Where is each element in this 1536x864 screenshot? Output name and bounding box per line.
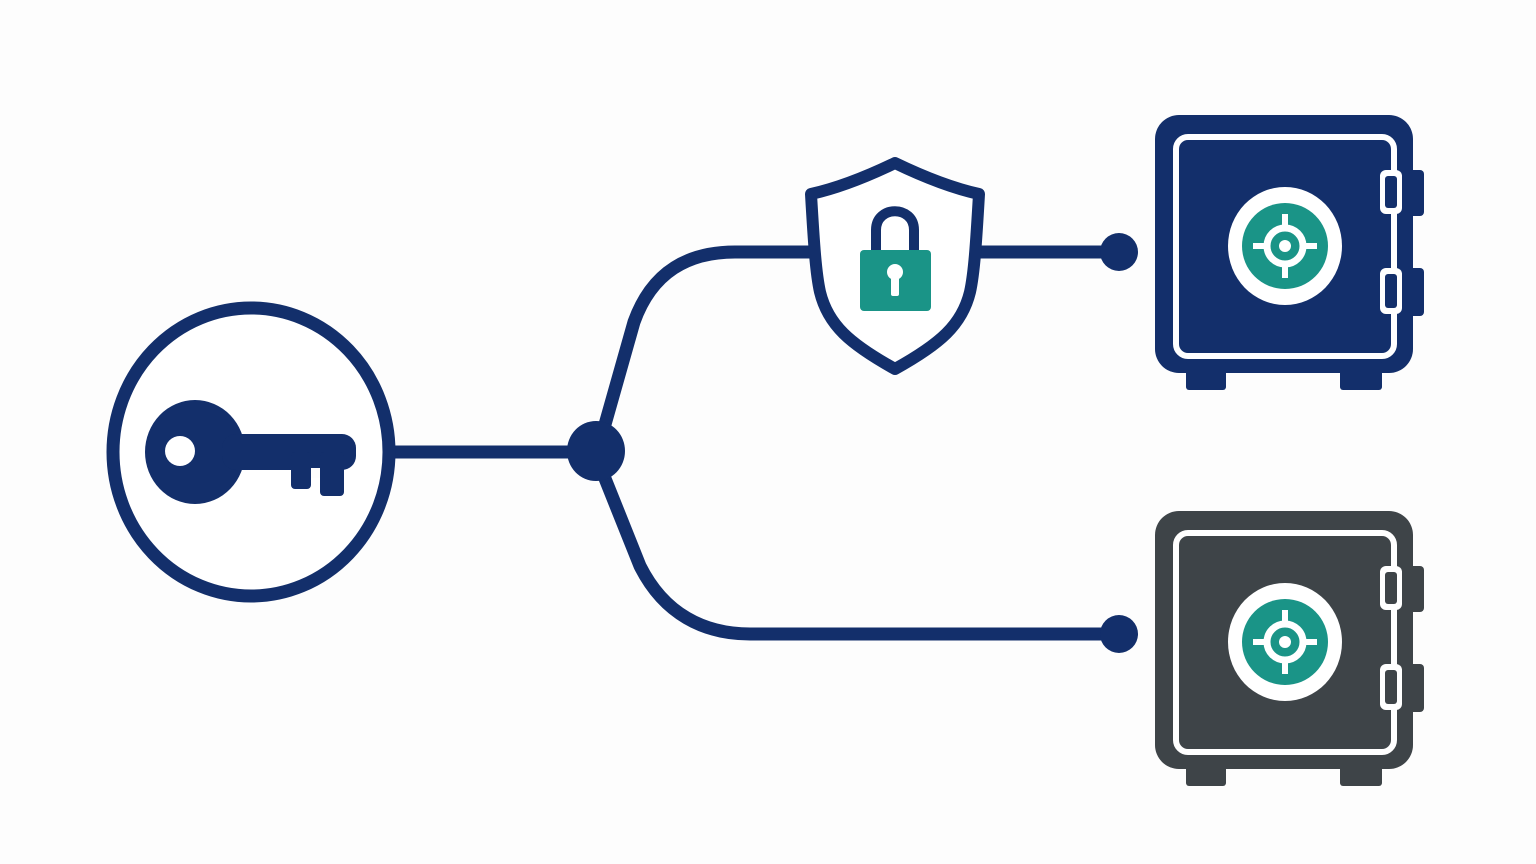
vault-bottom-safe-icon xyxy=(1155,511,1424,786)
key-node xyxy=(106,301,396,603)
connector-hub-to-shield xyxy=(597,245,819,435)
endpoint-dot-bottom xyxy=(1100,615,1138,653)
padlock-icon xyxy=(860,206,931,311)
key-icon xyxy=(145,400,356,504)
endpoint-dot-top xyxy=(1100,233,1138,271)
junction-dot xyxy=(567,421,625,481)
shield-node xyxy=(805,157,985,375)
vault-top-safe-icon xyxy=(1155,115,1424,390)
connector-hub-to-vault-bottom xyxy=(597,469,1125,641)
connectors xyxy=(381,245,1125,641)
